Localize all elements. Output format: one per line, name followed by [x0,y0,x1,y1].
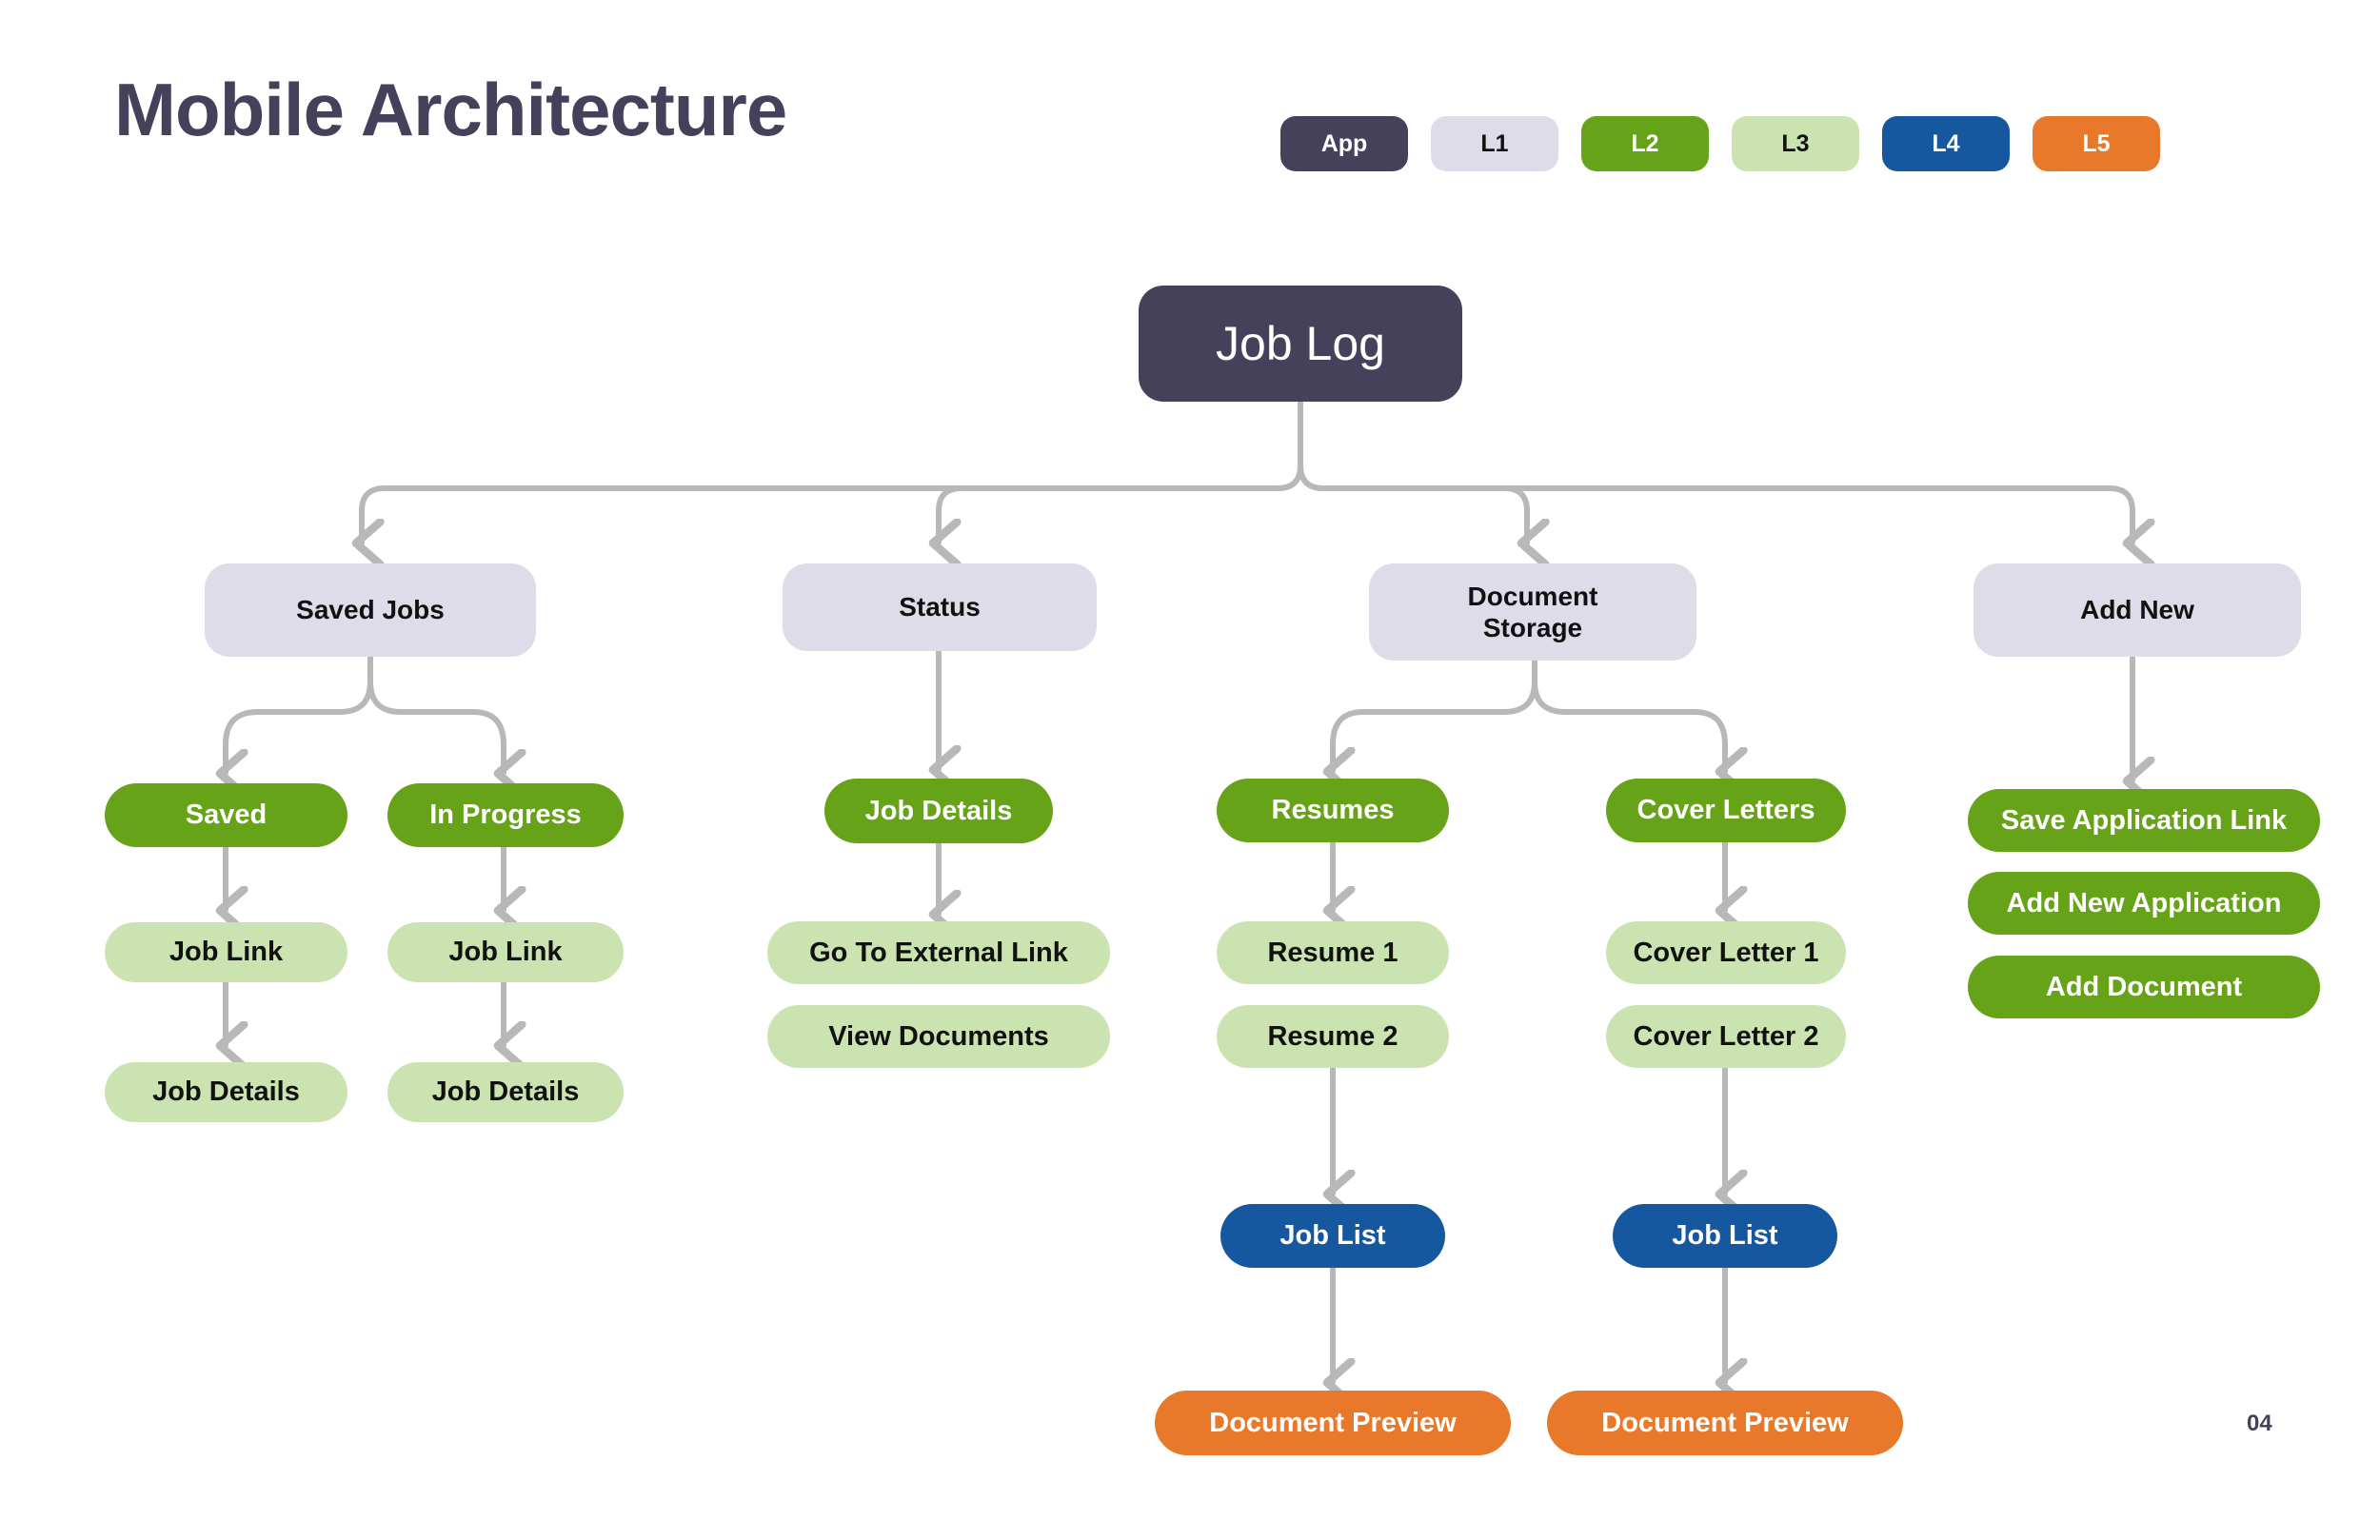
node-label-cover-letter-2: Cover Letter 2 [1633,1020,1819,1052]
node-job-link-1[interactable]: Job Link [105,922,347,982]
legend-pill-app[interactable]: App [1280,116,1408,171]
node-label-job-details-status: Job Details [864,795,1013,826]
node-label-document-storage: Document Storage [1467,581,1598,642]
node-label-resume-1: Resume 1 [1267,937,1398,968]
node-label-job-list-1: Job List [1279,1220,1386,1252]
node-label-cover-letter-1: Cover Letter 1 [1633,937,1819,968]
node-document-preview-1[interactable]: Document Preview [1155,1391,1511,1455]
node-label-add-new: Add New [2080,595,2194,625]
node-add-document[interactable]: Add Document [1968,956,2320,1018]
legend-label-app: App [1320,129,1368,157]
node-document-storage[interactable]: Document Storage [1369,563,1696,661]
node-label-job-log: Job Log [1216,316,1385,370]
node-job-link-2[interactable]: Job Link [387,922,624,982]
node-job-details-2[interactable]: Job Details [387,1062,624,1122]
node-view-documents[interactable]: View Documents [767,1005,1110,1068]
node-label-go-to-external-link: Go To External Link [809,937,1068,968]
node-label-view-documents: View Documents [828,1020,1049,1052]
node-job-log[interactable]: Job Log [1139,286,1462,402]
legend-pill-l5[interactable]: L5 [2033,116,2160,171]
node-saved[interactable]: Saved [105,783,347,847]
legend-pill-l4[interactable]: L4 [1882,116,2010,171]
legend-pill-l2[interactable]: L2 [1581,116,1709,171]
node-job-list-1[interactable]: Job List [1220,1204,1445,1268]
node-document-preview-2[interactable]: Document Preview [1547,1391,1903,1455]
legend-label-l1: L1 [1480,129,1509,157]
wire-docstorage-to-resumes [1333,679,1537,771]
node-label-save-application-link: Save Application Link [2000,804,2288,836]
page-title: Mobile Architecture [114,68,787,151]
wire-root-to-status [939,463,1303,543]
legend-label-l3: L3 [1781,129,1810,157]
node-label-job-details-1: Job Details [152,1076,300,1108]
node-cover-letter-2[interactable]: Cover Letter 2 [1606,1005,1846,1068]
node-label-resumes: Resumes [1271,795,1395,826]
node-label-document-preview-1: Document Preview [1209,1407,1457,1438]
node-label-job-link-2: Job Link [448,937,563,968]
wire-savedjobs-to-inprogress [367,679,504,773]
node-label-saved: Saved [185,800,268,831]
wire-root-to-saved-jobs [362,463,1303,543]
node-job-details-1[interactable]: Job Details [105,1062,347,1122]
wire-root-to-add-new [1298,463,2132,543]
legend-pill-l3[interactable]: L3 [1732,116,1859,171]
node-resume-1[interactable]: Resume 1 [1217,921,1449,984]
node-label-in-progress: In Progress [429,800,582,831]
node-go-to-external-link[interactable]: Go To External Link [767,921,1110,984]
node-saved-jobs[interactable]: Saved Jobs [205,563,536,657]
node-resumes[interactable]: Resumes [1217,779,1449,842]
wire-docstorage-to-coverletters [1532,679,1725,771]
node-job-list-2[interactable]: Job List [1613,1204,1837,1268]
node-cover-letters[interactable]: Cover Letters [1606,779,1846,842]
legend-label-l5: L5 [2082,129,2111,157]
legend-pill-l1[interactable]: L1 [1431,116,1558,171]
wire-root-to-document-storage [1298,463,1527,543]
page-number: 04 [2247,1411,2272,1436]
node-label-resume-2: Resume 2 [1267,1020,1398,1052]
node-cover-letter-1[interactable]: Cover Letter 1 [1606,921,1846,984]
node-in-progress[interactable]: In Progress [387,783,624,847]
node-label-document-preview-2: Document Preview [1601,1407,1849,1438]
node-label-status: Status [899,592,981,622]
node-label-saved-jobs: Saved Jobs [296,595,445,625]
node-label-add-new-application: Add New Application [2006,887,2282,918]
node-status[interactable]: Status [783,563,1097,651]
node-label-job-list-2: Job List [1672,1220,1778,1252]
level-legend: App L1 L2 L3 L4 L5 [1280,116,2160,171]
node-add-new[interactable]: Add New [1973,563,2301,657]
node-save-application-link[interactable]: Save Application Link [1968,789,2320,852]
node-resume-2[interactable]: Resume 2 [1217,1005,1449,1068]
wire-savedjobs-to-saved [226,679,373,773]
node-label-add-document: Add Document [2045,971,2243,1002]
node-label-cover-letters: Cover Letters [1636,795,1815,826]
legend-label-l2: L2 [1631,129,1659,157]
node-label-job-link-1: Job Link [169,937,284,968]
node-job-details-status[interactable]: Job Details [824,779,1053,843]
node-label-job-details-2: Job Details [431,1076,580,1108]
legend-label-l4: L4 [1932,129,1960,157]
node-add-new-application[interactable]: Add New Application [1968,872,2320,935]
